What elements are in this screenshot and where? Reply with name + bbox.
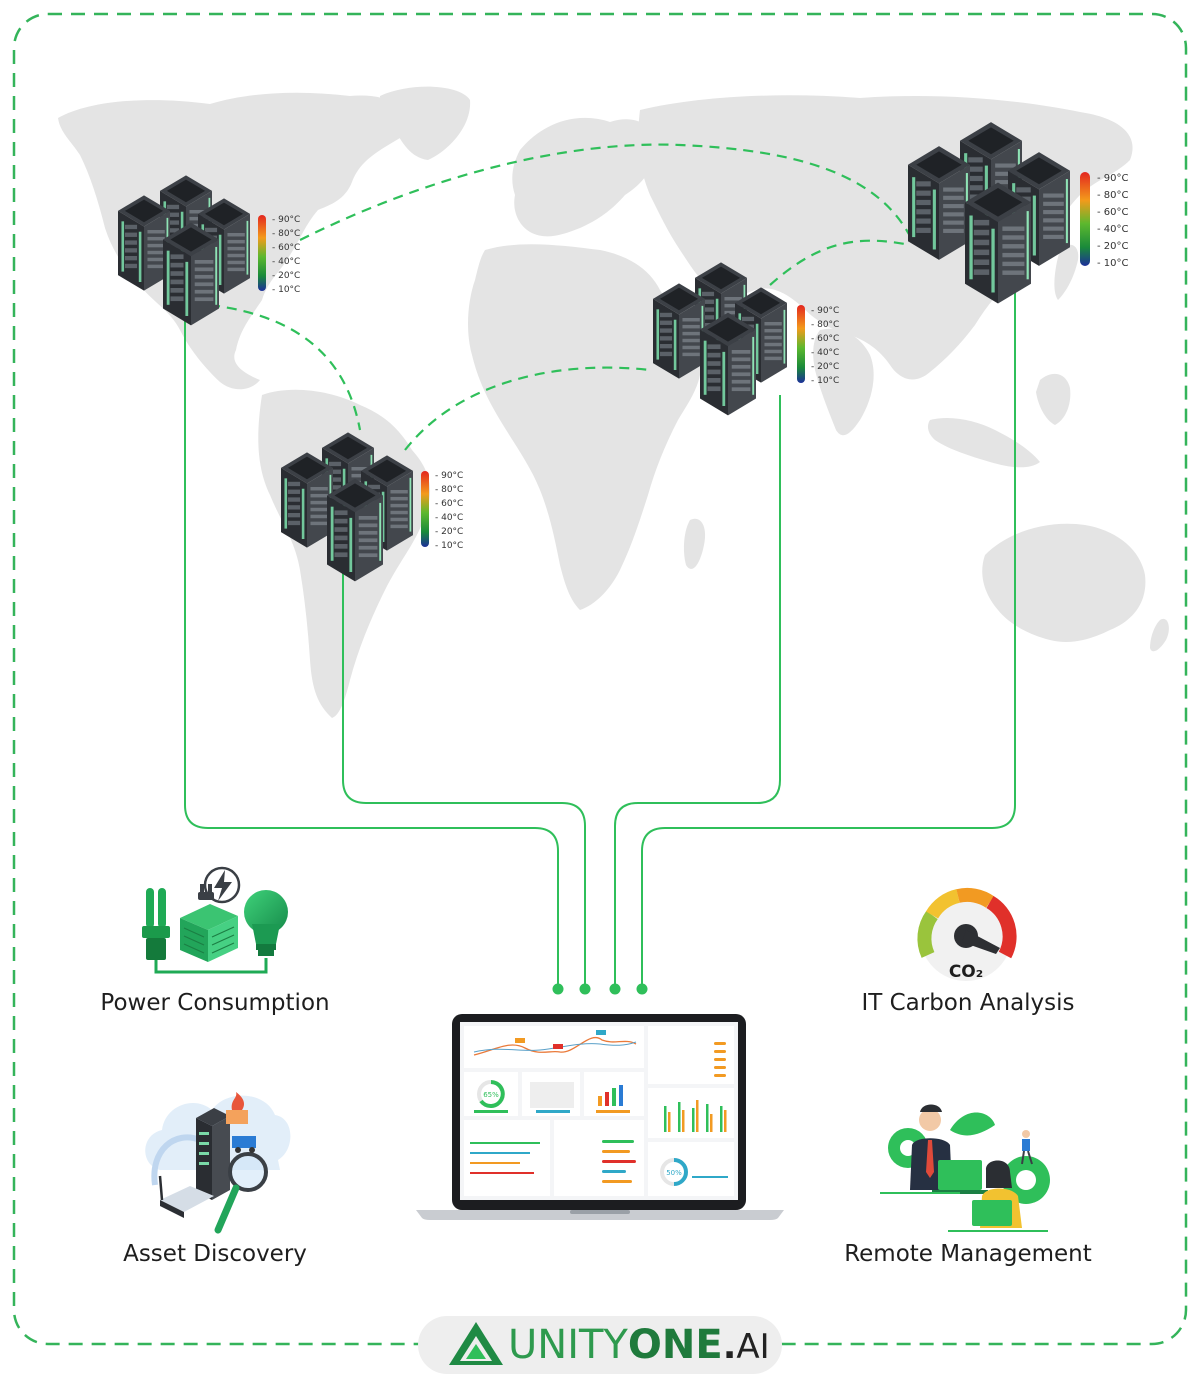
dashboard-line-chart-panel <box>464 1026 644 1068</box>
temp-label: - 20°C <box>811 362 839 372</box>
dashboard-bars-panel-2 <box>584 1072 644 1116</box>
router-icon <box>158 1175 214 1218</box>
temperature-scale-me: - 90°C - 80°C - 60°C - 40°C - 20°C - 10°… <box>797 305 839 386</box>
temp-label: - 80°C <box>1097 190 1129 201</box>
laptop-icon <box>972 1200 1012 1226</box>
temp-label: - 90°C <box>435 471 463 481</box>
leaf-icon <box>950 1112 995 1136</box>
temperature-scale-sa: - 90°C - 80°C - 60°C - 40°C - 20°C - 10°… <box>421 471 463 551</box>
temp-label: - 60°C <box>811 334 839 344</box>
it-carbon-analysis-label: IT Carbon Analysis <box>861 990 1075 1016</box>
temp-label: - 80°C <box>272 229 300 239</box>
truck-icon <box>232 1136 256 1153</box>
firewall-icon <box>226 1092 248 1124</box>
dashboard-right-column: 50% <box>648 1026 734 1196</box>
server-rack-icon <box>196 1108 230 1200</box>
temp-label: - 20°C <box>272 271 300 281</box>
temp-label: - 90°C <box>811 306 839 316</box>
temp-label: - 60°C <box>272 243 300 253</box>
temperature-scale-asia: - 90°C - 80°C - 60°C - 40°C - 20°C - 10°… <box>1080 172 1129 269</box>
light-bulb-icon <box>244 890 288 956</box>
co2-label: CO₂ <box>949 962 983 982</box>
temp-label: - 20°C <box>435 527 463 537</box>
asset-discovery-label: Asset Discovery <box>123 1241 307 1267</box>
remote-management-label: Remote Management <box>844 1241 1092 1267</box>
donut-percent-2: 50% <box>666 1169 682 1177</box>
asset-discovery-icon <box>145 1092 291 1234</box>
temp-label: - 40°C <box>435 513 463 523</box>
dashboard-bars-panel-1 <box>522 1072 580 1116</box>
remote-management-icon <box>880 1104 1050 1232</box>
server-stack-icon <box>180 904 238 962</box>
temp-label: - 10°C <box>811 376 839 386</box>
logo-part-ai: AI <box>736 1327 770 1367</box>
temp-label: - 90°C <box>272 215 300 225</box>
temperature-scale-na: - 90°C - 80°C - 60°C - 40°C - 20°C - 10°… <box>258 215 300 295</box>
logo-part-unity: UNITY <box>508 1322 628 1368</box>
temp-label: - 90°C <box>1097 173 1129 184</box>
unityone-logo-text: UNITYONE.AI <box>508 1316 770 1374</box>
gear-icon <box>888 1128 1050 1204</box>
temp-label: - 10°C <box>1097 258 1129 269</box>
temp-label: - 40°C <box>272 257 300 267</box>
dashboard-laptop: 65% <box>416 1014 784 1220</box>
temp-label: - 80°C <box>435 485 463 495</box>
co2-gauge-icon: CO₂ <box>917 887 1017 982</box>
cfl-bulb-icon <box>142 888 268 974</box>
temp-label: - 10°C <box>272 285 300 295</box>
plug-lightning-icon <box>198 866 241 904</box>
power-consumption-icon <box>142 866 288 974</box>
logo-part-one: ONE <box>627 1322 723 1368</box>
dashboard-list-panel-1 <box>464 1120 550 1196</box>
dashboard-donut-panel: 65% <box>464 1072 518 1116</box>
logo-part-dot: . <box>722 1326 737 1367</box>
dashboard-list-panel-2 <box>554 1120 644 1196</box>
connection-dots <box>552 983 648 995</box>
temp-label: - 60°C <box>1097 207 1129 218</box>
temp-label: - 60°C <box>435 499 463 509</box>
temp-label: - 40°C <box>811 348 839 358</box>
donut-percent: 65% <box>483 1091 499 1099</box>
temp-label: - 20°C <box>1097 241 1129 252</box>
temp-label: - 40°C <box>1097 224 1129 235</box>
power-consumption-label: Power Consumption <box>100 990 330 1016</box>
solid-connections <box>184 290 1016 988</box>
magnifier-icon <box>214 1152 268 1234</box>
temp-label: - 80°C <box>811 320 839 330</box>
person-with-tablet-icon <box>1021 1130 1033 1165</box>
dashed-connections <box>209 143 913 451</box>
temp-label: - 10°C <box>435 541 463 551</box>
